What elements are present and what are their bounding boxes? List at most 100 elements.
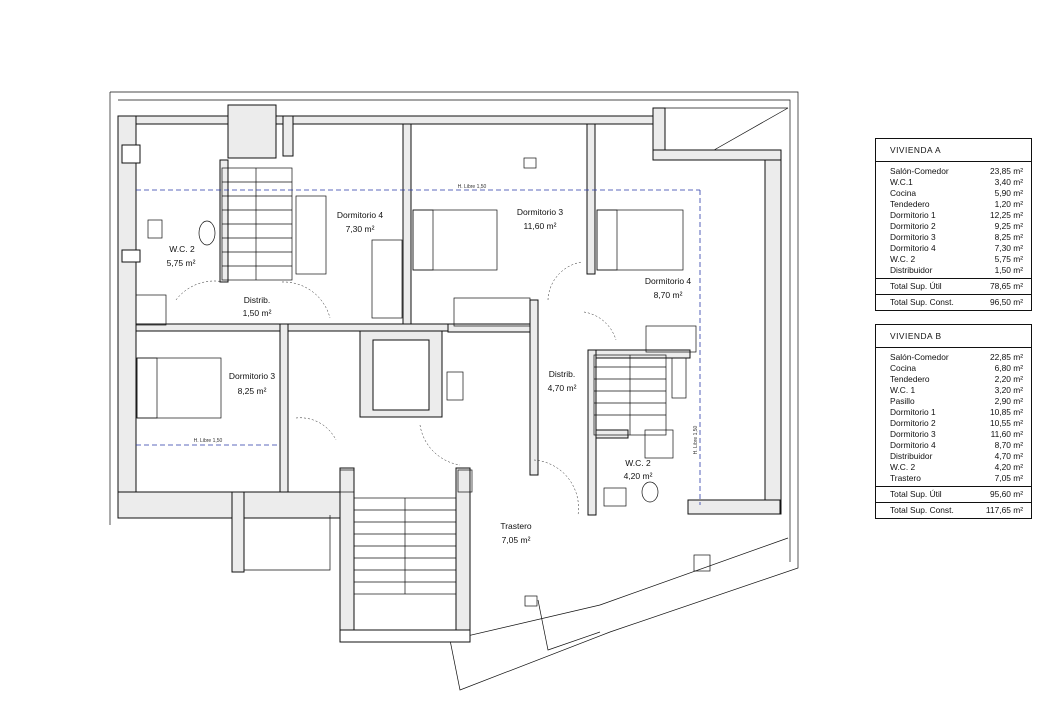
table-row: Salón-Comedor 22,85 m² [876, 352, 1031, 363]
vivienda-a-title: VIVIENDA A [876, 139, 1031, 162]
table-row: W.C. 1 3,20 m² [876, 385, 1031, 396]
walls [117, 104, 782, 643]
room-name-distrib-b: Distrib. [549, 369, 575, 379]
row-value: 7,30 m² [994, 243, 1023, 253]
row-label: Dormitorio 4 [890, 440, 936, 450]
row-label: W.C. 2 [890, 254, 916, 264]
table-row: Cocina 5,90 m² [876, 188, 1031, 199]
row-label: Cocina [890, 363, 917, 373]
row-label: Dormitorio 3 [890, 429, 936, 439]
row-value: 7,05 m² [994, 473, 1023, 483]
room-area-distrib-b: 4,70 m² [548, 383, 577, 393]
row-value: 5,75 m² [994, 254, 1023, 264]
table-row: Dormitorio 2 10,55 m² [876, 418, 1031, 429]
row-value: 1,50 m² [994, 265, 1023, 275]
room-name-dorm3-a: Dormitorio 3 [517, 207, 564, 217]
row-value: 1,20 m² [994, 199, 1023, 209]
row-value: 12,25 m² [989, 210, 1023, 220]
clearance-label-top: H. Libre 1,50 [458, 184, 487, 190]
table-row: Dormitorio 2 9,25 m² [876, 221, 1031, 232]
row-label: Pasillo [890, 396, 915, 406]
total-const-row: Total Sup. Const. 117,65 m² [876, 502, 1031, 518]
table-row: W.C. 2 4,20 m² [876, 462, 1031, 473]
total-util-value: 95,60 m² [989, 489, 1023, 499]
clearance-lines [136, 189, 701, 505]
row-label: Distribuidor [890, 451, 933, 461]
row-label: Distribuidor [890, 265, 933, 275]
table-row: Dormitorio 4 7,30 m² [876, 243, 1031, 254]
row-value: 10,55 m² [989, 418, 1023, 428]
table-row: Dormitorio 3 11,60 m² [876, 429, 1031, 440]
room-name-trastero: Trastero [500, 521, 532, 531]
row-value: 8,70 m² [994, 440, 1023, 450]
total-const-row: Total Sup. Const.96,50 m² [876, 294, 1031, 310]
row-label: Dormitorio 1 [890, 407, 936, 417]
row-value: 10,85 m² [989, 407, 1023, 417]
row-label: Dormitorio 2 [890, 221, 936, 231]
table-row: Trastero 7,05 m² [876, 473, 1031, 484]
row-label: Salón-Comedor [890, 166, 949, 176]
total-const-value: 117,65 m² [985, 505, 1023, 515]
row-label: Cocina [890, 188, 917, 198]
table-row: Dormitorio 3 8,25 m² [876, 232, 1031, 243]
row-value: 3,20 m² [994, 385, 1023, 395]
room-area-trastero: 7,05 m² [502, 535, 531, 545]
row-label: Salón-Comedor [890, 352, 949, 362]
row-value: 8,25 m² [994, 232, 1023, 242]
row-label: W.C.1 [890, 177, 913, 187]
room-area-dorm4-a: 7,30 m² [346, 224, 375, 234]
total-const-label: Total Sup. Const. [890, 297, 954, 307]
row-value: 22,85 m² [989, 352, 1023, 362]
table-row: Distribuidor 1,50 m² [876, 265, 1031, 276]
table-row: Cocina 6,80 m² [876, 363, 1031, 374]
row-label: Dormitorio 2 [890, 418, 936, 428]
room-name-dorm3-b: Dormitorio 3 [229, 371, 276, 381]
room-area-dorm3-b: 8,25 m² [238, 386, 267, 396]
room-area-wc2-a: 5,75 m² [167, 258, 196, 268]
door-swings [175, 261, 617, 516]
clearance-label-left: H. Libre 1,50 [194, 438, 223, 444]
outer-boundary [109, 91, 799, 691]
room-name-dorm4-b: Dormitorio 4 [645, 276, 692, 286]
table-row: Dormitorio 1 10,85 m² [876, 407, 1031, 418]
stairs [221, 167, 667, 595]
room-name-dorm4-a: Dormitorio 4 [337, 210, 384, 220]
vivienda-b-rows: Salón-Comedor 22,85 m² Cocina 6,80 m² Tend… [876, 348, 1031, 486]
room-area-distrib-a: 1,50 m² [243, 308, 272, 318]
row-value: 23,85 m² [989, 166, 1023, 176]
vivienda-b-table: VIVIENDA B Salón-Comedor 22,85 m² Cocina 6… [875, 324, 1032, 519]
room-area-dorm3-a: 11,60 m² [524, 221, 557, 231]
table-row: Dormitorio 4 8,70 m² [876, 440, 1031, 451]
row-label: W.C. 2 [890, 462, 916, 472]
total-const-label: Total Sup. Const. [890, 505, 954, 515]
bathroom-fixtures [135, 157, 711, 607]
table-row: Salón-Comedor 23,85 m² [876, 166, 1031, 177]
row-value: 4,70 m² [994, 451, 1023, 461]
row-label: Dormitorio 4 [890, 243, 936, 253]
row-value: 4,20 m² [994, 462, 1023, 472]
total-util-value: 78,65 m² [989, 281, 1023, 291]
room-name-wc2-b: W.C. 2 [625, 458, 651, 468]
row-label: Dormitorio 1 [890, 210, 936, 220]
row-label: W.C. 1 [890, 385, 916, 395]
row-label: Trastero [890, 473, 921, 483]
room-area-wc2-b: 4,20 m² [624, 471, 653, 481]
row-value: 2,20 m² [994, 374, 1023, 384]
row-value: 9,25 m² [994, 221, 1023, 231]
beds [136, 195, 697, 419]
vivienda-b-title: VIVIENDA B [876, 325, 1031, 348]
row-label: Dormitorio 3 [890, 232, 936, 242]
row-value: 6,80 m² [994, 363, 1023, 373]
row-value: 5,90 m² [994, 188, 1023, 198]
row-value: 11,60 m² [990, 429, 1023, 439]
room-name-distrib-a: Distrib. [244, 295, 270, 305]
table-row: Distribuidor 4,70 m² [876, 451, 1031, 462]
